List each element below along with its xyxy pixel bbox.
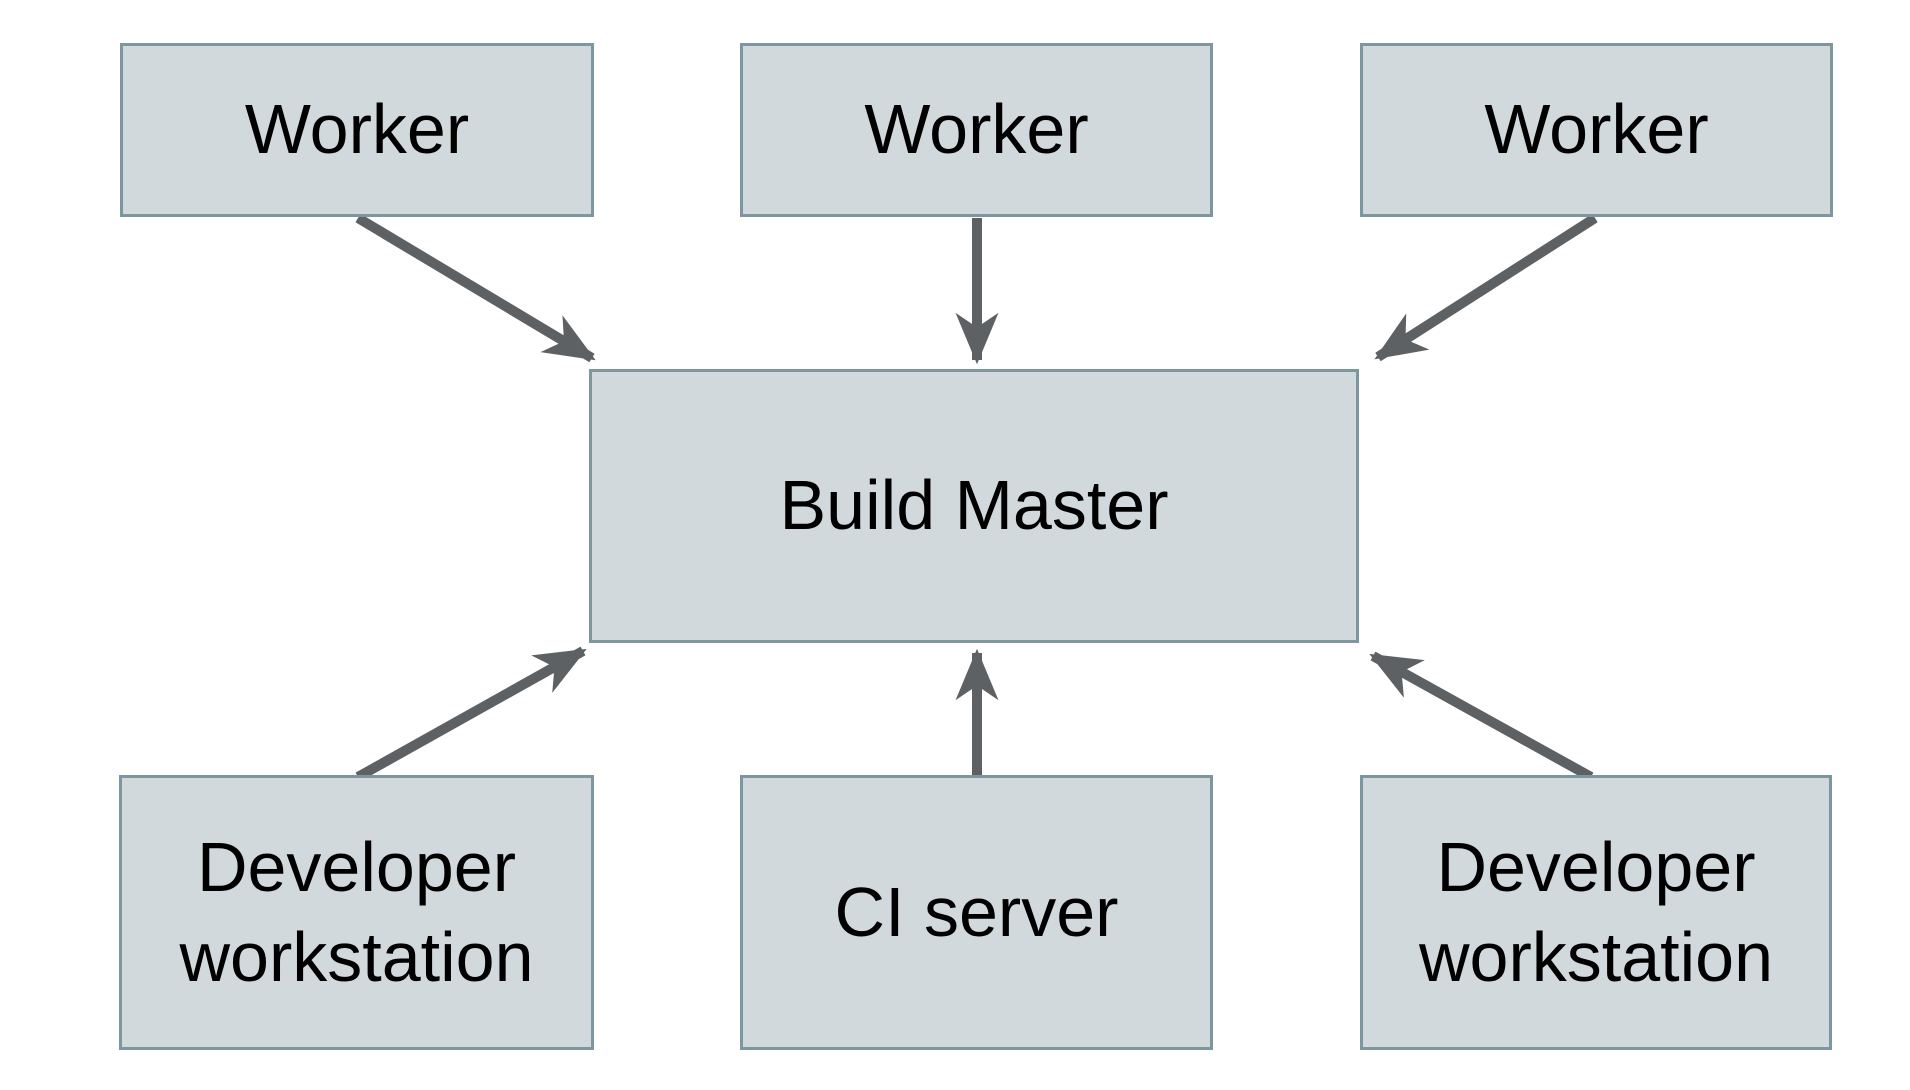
node-ci-server-label: CI server: [834, 872, 1119, 951]
node-worker-1: Worker: [120, 43, 594, 217]
node-worker-1-label: Worker: [244, 90, 470, 169]
arrow-developer-workstation-left-to-build-master: [355, 646, 587, 782]
node-worker-2-label: Worker: [864, 90, 1089, 169]
node-worker-2: Worker: [740, 43, 1213, 217]
node-developer-workstation-left-label: Developer workstation: [179, 827, 534, 996]
node-build-master-label: Build Master: [779, 466, 1169, 545]
node-ci-server: CI server: [740, 775, 1213, 1050]
node-worker-3: Worker: [1360, 43, 1833, 217]
node-worker-3-label: Worker: [1484, 90, 1709, 169]
arrow-worker-3-to-build-master: [1374, 213, 1598, 362]
node-developer-workstation-right: Developer workstation: [1360, 775, 1832, 1050]
arrow-worker-1-to-build-master: [355, 213, 596, 363]
node-developer-workstation-right-label: Developer workstation: [1418, 827, 1774, 996]
arrow-developer-workstation-right-to-build-master: [1369, 651, 1594, 782]
node-build-master: Build Master: [589, 369, 1359, 643]
node-developer-workstation-left: Developer workstation: [119, 775, 594, 1050]
